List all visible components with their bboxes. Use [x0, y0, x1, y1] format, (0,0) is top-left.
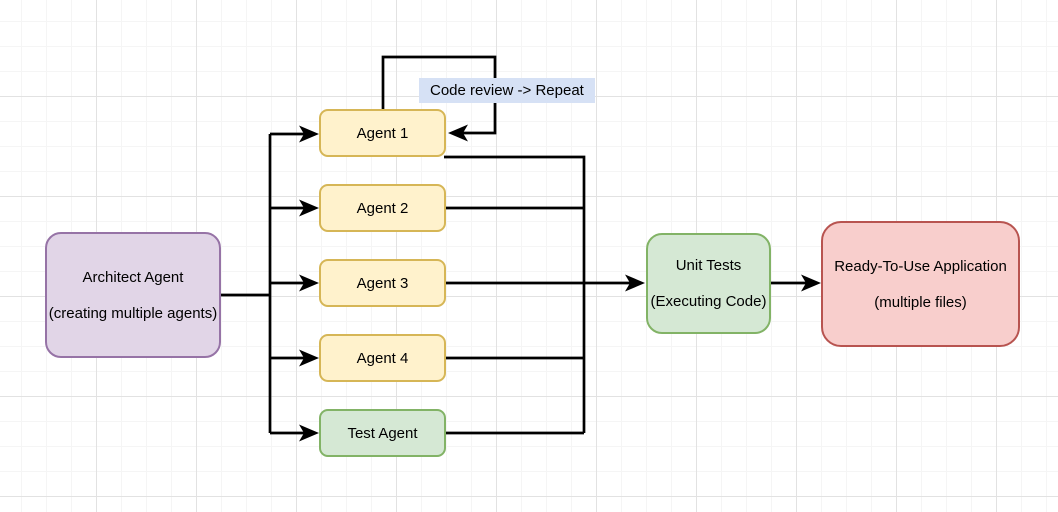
node-agent-4[interactable]: Agent 4	[319, 334, 446, 382]
node-test-agent-label: Test Agent	[347, 424, 418, 442]
arrowhead-test-agent	[299, 424, 319, 442]
arrowhead-agent2	[299, 199, 319, 217]
node-agent-3[interactable]: Agent 3	[319, 259, 446, 307]
node-test-agent[interactable]: Test Agent	[319, 409, 446, 457]
arrowhead-ready-app	[801, 274, 821, 292]
node-ready-application-subtitle: (multiple files)	[874, 293, 967, 311]
edge-label-code-review[interactable]: Code review -> Repeat	[419, 78, 595, 103]
node-unit-tests-subtitle: (Executing Code)	[650, 293, 767, 310]
node-unit-tests-text: Unit Tests (Executing Code)	[651, 256, 767, 311]
node-architect-subtitle: (creating multiple agents)	[48, 304, 218, 322]
arrowhead-agent4	[299, 349, 319, 367]
node-unit-tests-title: Unit Tests	[675, 257, 742, 274]
node-unit-tests[interactable]: Unit Tests (Executing Code)	[646, 233, 771, 334]
arrowhead-unit-tests	[625, 274, 645, 292]
node-agent-4-label: Agent 4	[356, 349, 409, 367]
node-architect-title: Architect Agent	[82, 268, 184, 286]
node-ready-application-title: Ready-To-Use Application	[834, 257, 1007, 275]
node-architect-agent[interactable]: Architect Agent (creating multiple agent…	[45, 232, 221, 358]
arrowhead-code-review-loop	[448, 124, 468, 142]
node-agent-3-label: Agent 3	[356, 274, 409, 292]
edge-agent1-out-right-trunk[interactable]	[444, 155, 586, 433]
node-agent-2-label: Agent 2	[356, 199, 409, 217]
node-agent-1-label: Agent 1	[356, 124, 409, 142]
arrowhead-agent1	[299, 125, 319, 143]
node-agent-2[interactable]: Agent 2	[319, 184, 446, 232]
arrowhead-agent3	[299, 274, 319, 292]
node-agent-1[interactable]: Agent 1	[319, 109, 446, 157]
node-architect-text: Architect Agent (creating multiple agent…	[49, 268, 217, 323]
node-ready-application-text: Ready-To-Use Application (multiple files…	[834, 257, 1007, 312]
node-ready-application[interactable]: Ready-To-Use Application (multiple files…	[821, 221, 1020, 347]
